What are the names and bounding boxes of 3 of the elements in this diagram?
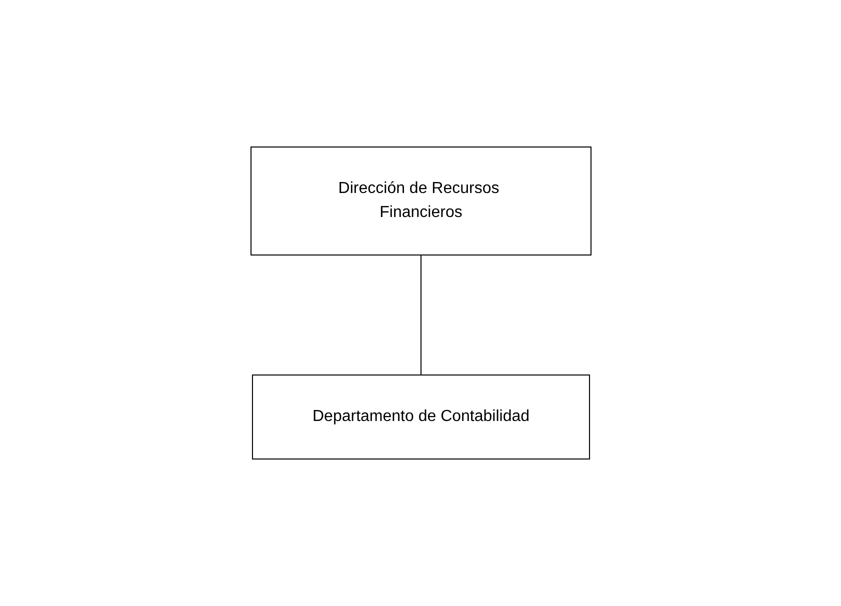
connector xyxy=(420,254,421,376)
department-box: Departamento de Contabilidad xyxy=(251,374,590,460)
department-box: Dirección de Recursos Financieros xyxy=(250,146,591,256)
